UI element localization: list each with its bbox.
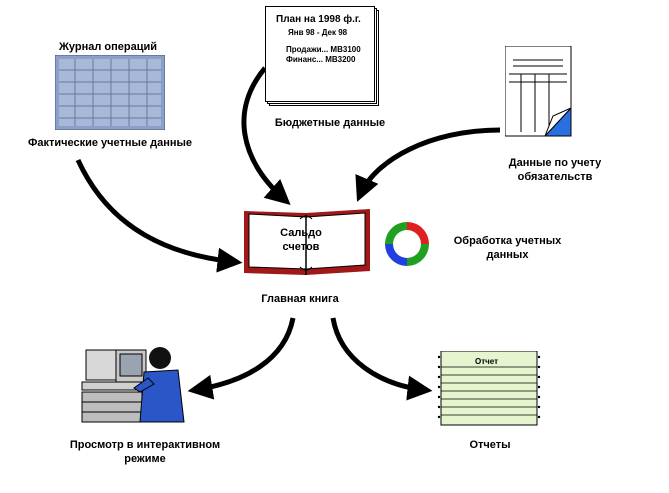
report-listing-image: [437, 351, 541, 426]
arrow-ledger-to-interactive: [187, 317, 296, 400]
budget-doc-line1: Продажи... МВ3100: [286, 45, 361, 54]
budget-caption: Бюджетные данные: [274, 117, 386, 129]
arrow-budget-to-ledger: [241, 66, 291, 205]
processing-cycle-icon: [385, 222, 429, 266]
liabilities-caption-line2: обязательств: [517, 171, 593, 183]
budget-doc-line2: Финанс... МВ3200: [286, 55, 356, 64]
budget-doc-period: Янв 98 - Дек 98: [288, 28, 348, 37]
reports-caption: Отчеты: [469, 439, 511, 451]
processing-caption-line2: данных: [486, 249, 529, 261]
processing-caption-line1: Обработка учетных: [453, 235, 562, 247]
ledger-book-image: [244, 209, 370, 275]
journal-caption: Фактические учетные данные: [27, 137, 193, 149]
liabilities-caption-line1: Данные по учету: [508, 157, 602, 169]
budget-document: План на 1998 ф.г. Янв 98 - Дек 98 Продаж…: [265, 6, 380, 106]
arrow-ledger-to-reports: [330, 317, 433, 401]
journal-building-image: [55, 55, 165, 130]
ledger-caption: Главная книга: [261, 293, 339, 305]
budget-doc-title: План на 1998 ф.г.: [276, 14, 361, 25]
liabilities-document-image: [505, 46, 572, 137]
report-doc-title: Отчет: [475, 357, 499, 366]
interactive-caption-line1: Просмотр в интерактивном: [69, 439, 221, 451]
arrow-journal-to-ledger: [75, 158, 243, 273]
ledger-book-line1: Сальдо: [280, 227, 322, 239]
interactive-caption-line2: режиме: [124, 453, 166, 465]
ledger-book-line2: счетов: [282, 241, 320, 253]
arrow-liabilities-to-ledger: [355, 127, 501, 202]
journal-title: Журнал операций: [58, 41, 158, 53]
computer-user-image: [81, 347, 185, 423]
